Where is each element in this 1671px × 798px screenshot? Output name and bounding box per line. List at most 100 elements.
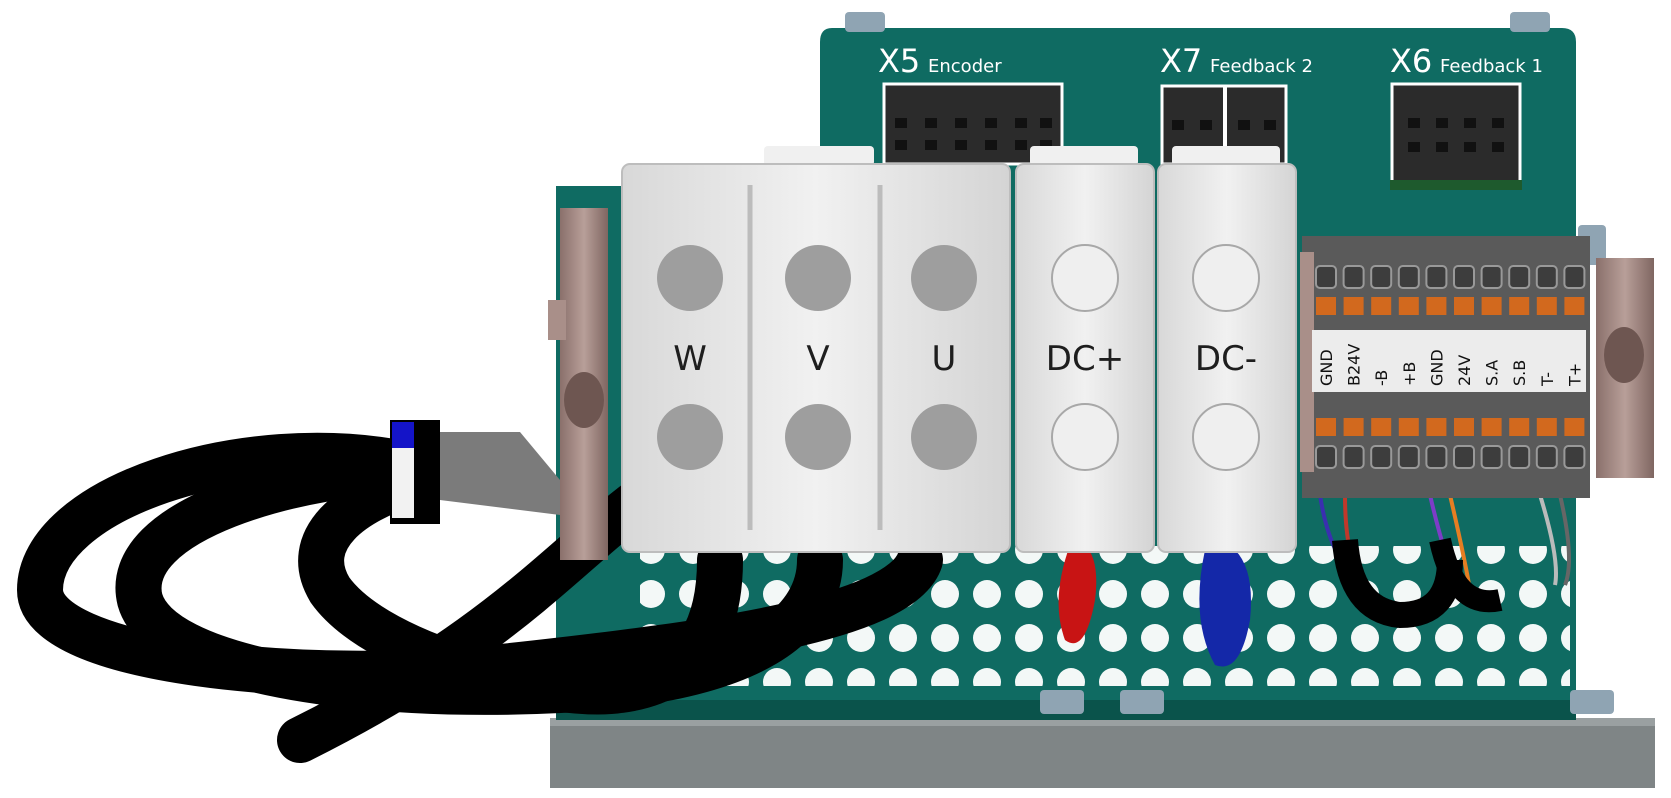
release-lever-top: [1316, 297, 1336, 315]
io-terminal-9: T+: [1563, 265, 1586, 469]
release-lever-top: [1398, 297, 1419, 315]
release-lever-bottom: [1371, 418, 1392, 436]
motor-cable: [16, 432, 943, 763]
io-pin-label: 24V: [1455, 355, 1474, 386]
io-pin-label: T-: [1538, 372, 1557, 387]
standoff: [1510, 12, 1550, 32]
io-terminal-7: S.B: [1508, 265, 1531, 469]
release-lever-bottom: [1343, 418, 1364, 436]
spring-clamp-top: [1342, 265, 1365, 289]
connector-x7-id: X7: [1160, 42, 1202, 80]
io-cable-bundle-2: [1429, 537, 1503, 613]
release-lever-top: [1343, 297, 1364, 315]
release-lever-bottom: [1564, 418, 1585, 436]
spring-clamp-bottom: [1370, 445, 1393, 469]
release-lever-top: [1509, 297, 1530, 315]
spring-clamp-bottom: [1563, 445, 1586, 469]
spring-clamp-top: [1397, 265, 1420, 289]
terminal-label-w: W: [673, 339, 707, 379]
release-lever-bottom: [1509, 418, 1530, 436]
connector-x5-name: Encoder: [928, 56, 1002, 77]
terminal-screw-u-top: [911, 245, 977, 311]
standoff: [1040, 690, 1084, 714]
spring-clamp-bottom: [1342, 445, 1365, 469]
io-pin-label: B24V: [1345, 344, 1364, 386]
spring-clamp-top: [1508, 265, 1531, 289]
spring-clamp-top: [1425, 265, 1448, 289]
terminal-label-dc-plus: DC+: [1046, 339, 1124, 379]
spring-clamp-top: [1453, 265, 1475, 289]
power-terminal-block-uvw: W V U: [621, 146, 1011, 553]
release-lever-top: [1481, 297, 1502, 315]
standoff: [1120, 690, 1164, 714]
io-pin-label: T+: [1565, 363, 1584, 387]
standoff: [1570, 690, 1614, 714]
spring-clamp-top: [1480, 265, 1503, 289]
io-pin-label: GND: [1427, 349, 1446, 386]
spring-clamp-top: [1563, 265, 1586, 289]
release-lever-bottom: [1398, 418, 1419, 436]
terminal-screw-dc-plus-top: [1051, 244, 1119, 312]
io-terminal-6: S.A: [1480, 265, 1503, 469]
io-terminal-4: GND: [1425, 265, 1448, 469]
terminal-screw-v-bottom: [785, 404, 851, 470]
io-terminal-3: +B: [1397, 265, 1420, 469]
spring-clamp-bottom: [1535, 445, 1558, 469]
release-lever-bottom: [1536, 418, 1557, 436]
connector-x6-id: X6: [1390, 42, 1432, 80]
release-lever-top: [1564, 297, 1585, 315]
release-lever-top: [1536, 297, 1557, 315]
connector-x6-base: [1390, 180, 1522, 190]
io-pin-label: -B: [1372, 370, 1391, 386]
terminal-screw-dc-minus-top: [1192, 244, 1260, 312]
connector-x6-housing: [1390, 82, 1522, 186]
release-lever-top: [1371, 297, 1392, 315]
io-pin-label: S.A: [1483, 360, 1502, 386]
connector-x5-id: X5: [878, 42, 920, 80]
io-pin-label: +B: [1400, 362, 1419, 386]
release-lever-bottom: [1454, 418, 1474, 436]
standoff: [845, 12, 885, 32]
spring-clamp-bottom: [1453, 445, 1475, 469]
terminal-screw-dc-minus-bottom: [1192, 403, 1260, 471]
base-plate: [550, 718, 1655, 788]
connector-x5: X5 Encoder: [878, 42, 1064, 166]
spring-clamp-top: [1370, 265, 1393, 289]
io-terminal-5: 24V: [1453, 265, 1475, 469]
io-terminal-2: -B: [1370, 265, 1393, 469]
terminal-screw-dc-plus-bottom: [1051, 403, 1119, 471]
connector-x6-name: Feedback 1: [1440, 56, 1543, 77]
connector-x7-name: Feedback 2: [1210, 56, 1313, 77]
io-pin-label: GND: [1317, 349, 1336, 386]
spring-clamp-bottom: [1508, 445, 1531, 469]
terminal-label-u: U: [932, 339, 957, 379]
io-terminal-0: GND: [1315, 265, 1337, 469]
spring-clamp-bottom: [1397, 445, 1420, 469]
cable-sleeve-band-white: [392, 448, 414, 518]
io-terminal-8: T-: [1535, 265, 1558, 469]
base-plate-edge: [550, 718, 1655, 726]
terminal-label-dc-minus: DC-: [1195, 339, 1257, 379]
io-terminal-block: GND B24V -B +B GND 24V S.A S.B T- T+: [1300, 236, 1590, 498]
terminal-screw-v-top: [785, 245, 851, 311]
io-pin-label: S.B: [1510, 360, 1529, 386]
connector-x6: X6 Feedback 1: [1390, 42, 1543, 190]
terminal-screw-w-bottom: [657, 404, 723, 470]
dc-minus-wire: [1199, 550, 1251, 667]
io-cable-bundle: [1332, 538, 1463, 629]
terminal-screw-u-bottom: [911, 404, 977, 470]
power-terminal-dc-minus: DC-: [1157, 146, 1297, 553]
spring-clamp-top: [1315, 265, 1337, 289]
release-lever-bottom: [1481, 418, 1502, 436]
terminal-screw-w-top: [657, 245, 723, 311]
spring-clamp-bottom: [1480, 445, 1503, 469]
io-label-strip: [1312, 330, 1586, 392]
terminal-label-v: V: [806, 339, 829, 379]
io-terminal-1: B24V: [1342, 265, 1365, 469]
spring-clamp-top: [1535, 265, 1558, 289]
release-lever-bottom: [1316, 418, 1336, 436]
left-mount-bracket: [548, 208, 608, 560]
spring-clamp-bottom: [1315, 445, 1337, 469]
right-mount-bracket: [1596, 258, 1654, 478]
